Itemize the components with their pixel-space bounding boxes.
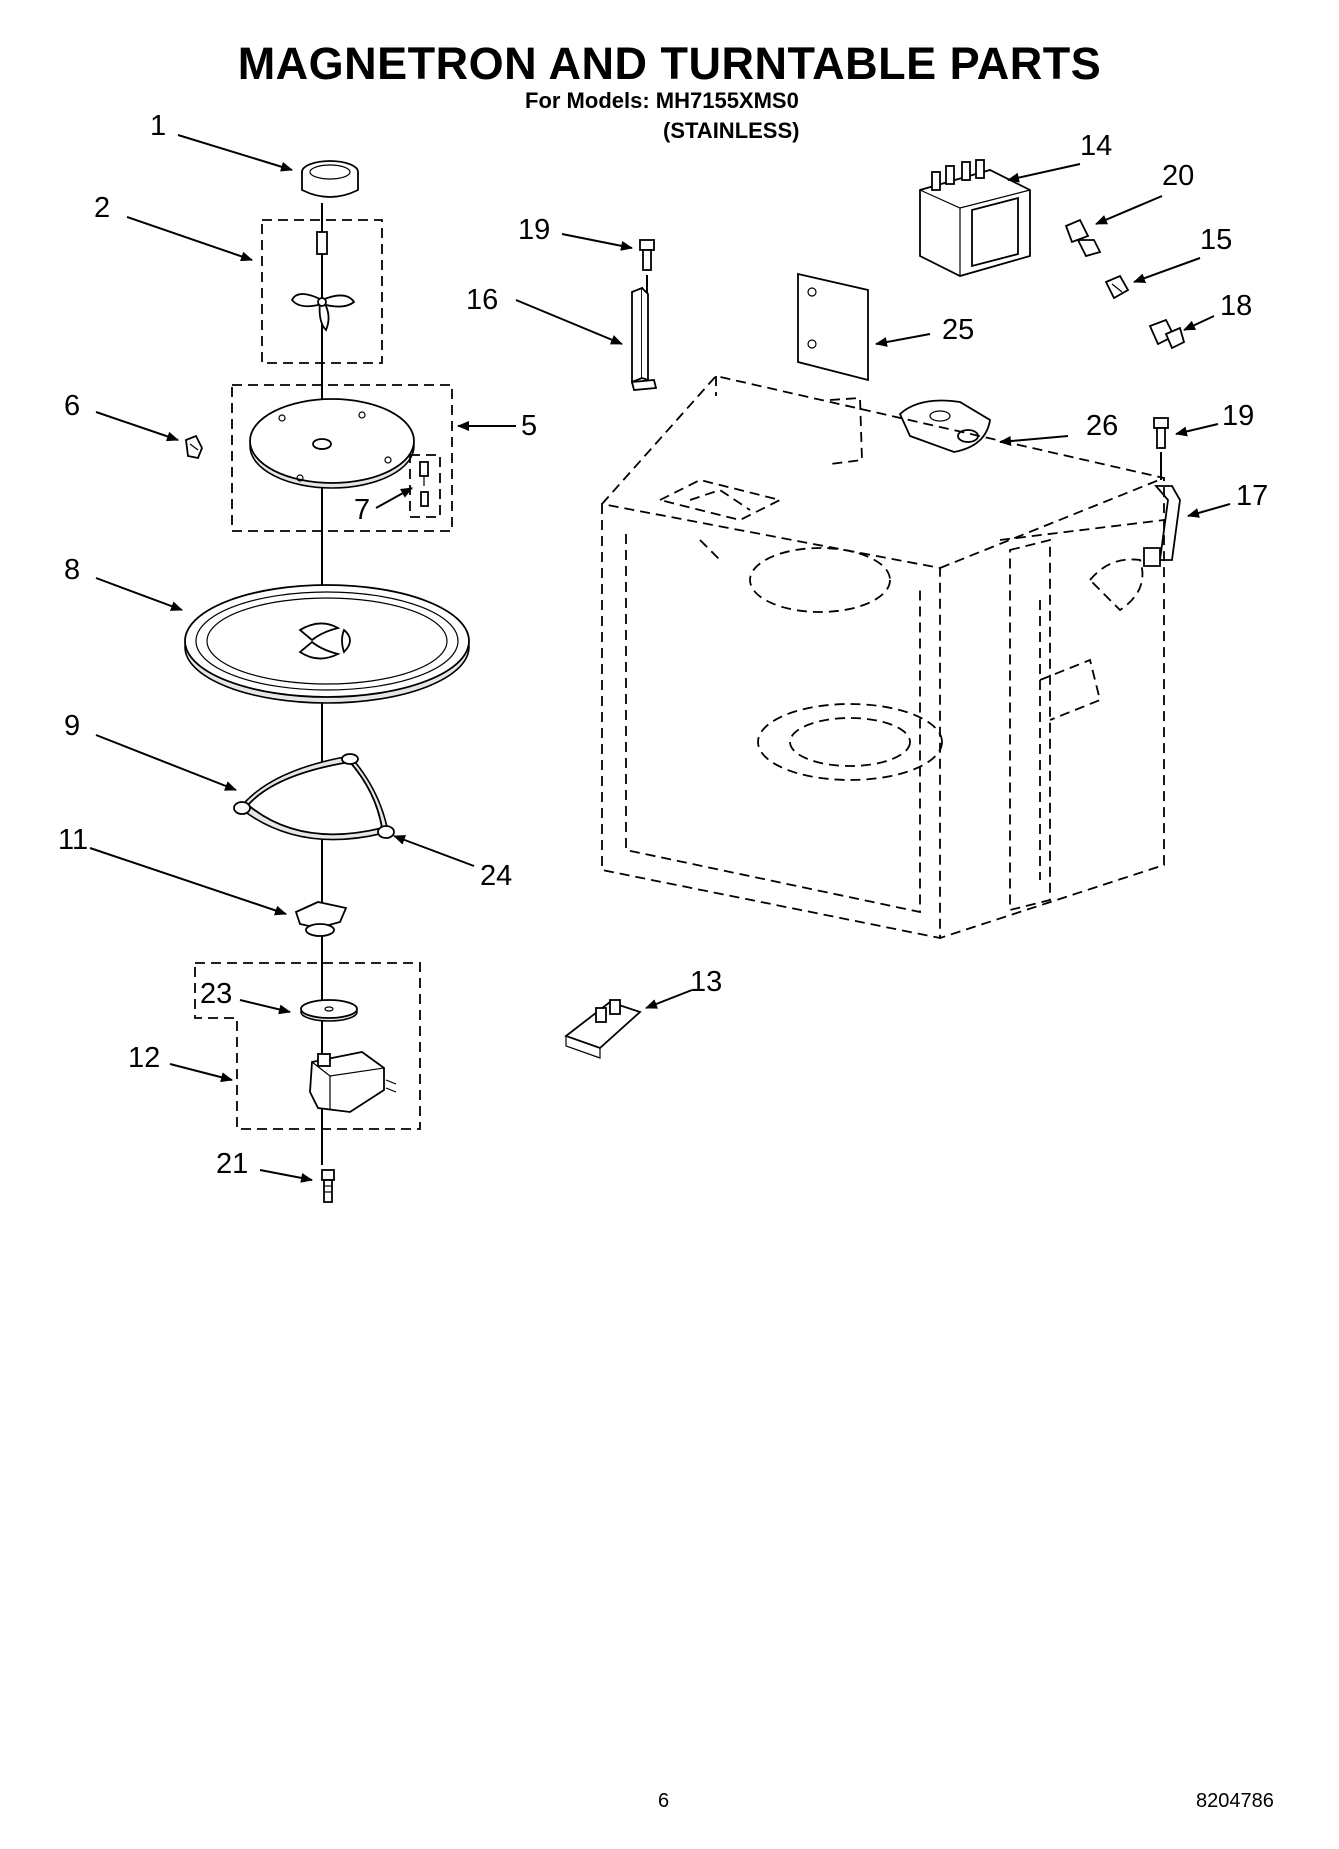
part-21-screw [321,1169,335,1203]
part-19-screw-right [1153,417,1169,480]
motor-group-box [194,962,421,1130]
callout-24: 24 [480,860,513,892]
callout-16: 16 [466,284,499,316]
part-18-screw [1148,318,1186,350]
part-23-washer [300,999,358,1022]
part-11-coupler [294,901,348,937]
callout-26: 26 [1086,410,1119,442]
part-6-clip [185,434,203,460]
page-title: MAGNETRON AND TURNTABLE PARTS [237,38,1102,89]
callout-6: 6 [64,390,81,422]
callout-18: 18 [1220,290,1253,322]
leader-arrows [89,134,1231,1183]
callout-20: 20 [1162,160,1195,192]
part-1-motor-cap [301,160,359,198]
document-number: 8204786 [1196,1790,1274,1812]
callout-8: 8 [64,554,81,586]
part-9-roller-ring [233,753,395,841]
callout-21: 21 [216,1148,249,1180]
part-26-plate [898,399,991,453]
part-7-screws [409,454,441,518]
part-5-support-plate [249,398,415,489]
callout-2: 2 [94,192,111,224]
part-25-cover-plate [797,272,869,382]
callout-12: 12 [128,1042,161,1074]
callout-15: 15 [1200,224,1233,256]
part-16-bracket [630,286,658,391]
variant-label: (STAINLESS) [663,118,800,143]
part-14-capacitor [919,159,1031,277]
microwave-cavity-outline [601,375,1165,940]
callout-14: 14 [1080,130,1113,162]
part-15-clip [1104,274,1130,300]
callout-9: 9 [64,710,81,742]
part-2-fan [290,231,356,332]
callout-25: 25 [942,314,975,346]
callout-1: 1 [150,110,167,142]
callout-19-top: 19 [518,214,551,246]
callout-7: 7 [354,494,371,526]
callout-17: 17 [1236,480,1269,512]
part-17-bracket [1143,485,1181,567]
page-number: 6 [658,1790,670,1812]
callout-13: 13 [690,966,723,998]
part-8-turntable-tray [184,584,470,704]
support-group-box [231,384,453,532]
fan-group-box [261,219,383,364]
part-19-screw-top [639,239,655,295]
models-label: For Models: MH7155XMS0 [525,88,799,113]
callout-11: 11 [58,824,89,856]
part-20-screw [1064,218,1102,258]
part-12-turntable-motor [309,1051,397,1113]
callout-5: 5 [521,410,538,442]
callout-19-right: 19 [1222,400,1255,432]
part-13-switch-bracket [564,999,642,1059]
callout-23: 23 [200,978,233,1010]
